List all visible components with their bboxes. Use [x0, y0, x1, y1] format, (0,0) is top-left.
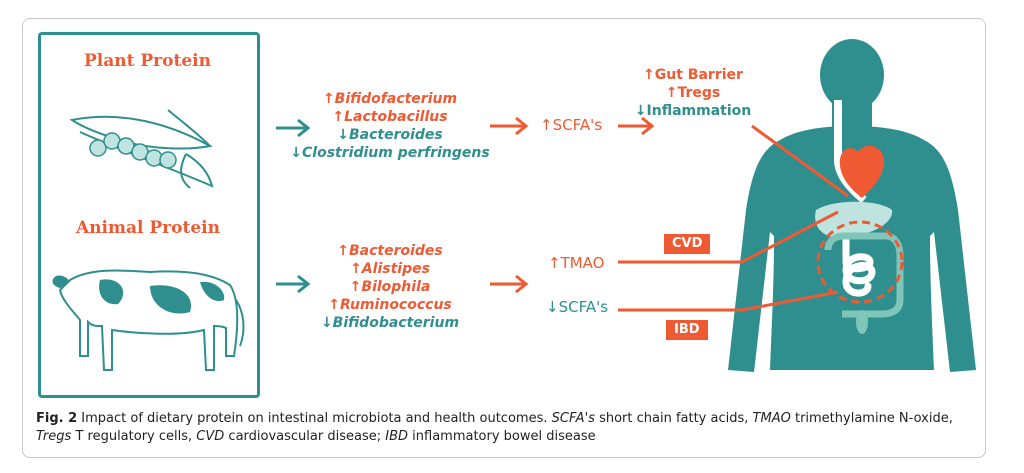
scfa-up-label: ↑SCFA's [540, 116, 603, 134]
plant-outcomes-list: ↑Gut Barrier ↑Tregs ↓Inflammation [618, 66, 768, 120]
intestines-icon [842, 232, 876, 297]
human-body-silhouette [728, 39, 976, 372]
caption-abbr-def: inflammatory bowel disease [412, 429, 596, 444]
outcome-arrow [618, 116, 655, 136]
figure-caption: Fig. 2 Impact of dietary protein on inte… [36, 410, 971, 446]
rectum-icon [856, 310, 868, 334]
plant-effect-item: ↓Clostridium perfringens [290, 145, 490, 161]
ibd-badge: IBD [666, 320, 708, 340]
plant-effects-list: ↑Bifidofacterium ↑Lactobacillus ↓Bactero… [290, 90, 490, 162]
cow-illustration [52, 269, 245, 371]
gut-highlight-circle [816, 220, 904, 304]
source-arrows [276, 118, 311, 294]
animal-effect-item: ↑Ruminococcus [328, 297, 452, 313]
caption-abbr-def: trimethylamine N-oxide, [794, 411, 953, 426]
peas-icon [89, 132, 177, 169]
animal-effects-list: ↑Bacteroides ↑Alistipes ↑Bilophila ↑Rumi… [290, 242, 490, 332]
caption-abbr-term: Tregs [36, 429, 72, 444]
plant-effect-item: ↑Lactobacillus [332, 109, 448, 125]
animal-effect-item: ↑Alistipes [350, 261, 430, 277]
plant-effect-item: ↓Bacteroides [337, 127, 443, 143]
outcome-item: ↑Gut Barrier [643, 67, 743, 83]
caption-abbr-def: T regulatory cells, [75, 429, 193, 444]
caption-text: Impact of dietary protein on intestinal … [81, 411, 548, 426]
esophagus [834, 100, 867, 204]
connector-lines [618, 124, 849, 312]
caption-abbr-def: short chain fatty acids, [599, 411, 749, 426]
caption-abbr-term: IBD [385, 429, 409, 444]
animal-effect-item: ↑Bacteroides [337, 243, 443, 259]
animal-effect-item: ↓Bifidobacterium [320, 315, 460, 331]
metabolite-arrows [490, 116, 529, 294]
caption-abbr-term: TMAO [752, 411, 791, 426]
caption-abbr-term: CVD [196, 429, 225, 444]
caption-abbr-def: cardiovascular disease; [228, 429, 382, 444]
caption-label: Fig. 2 [36, 411, 78, 426]
caption-abbr-term: SCFA's [551, 411, 595, 426]
outcome-item: ↓Inflammation [634, 103, 752, 119]
heart-icon [839, 145, 885, 198]
animal-effect-item: ↑Bilophila [349, 279, 431, 295]
protein-sources-box [38, 32, 260, 398]
scfa-down-label: ↓SCFA's [546, 298, 609, 316]
plant-effect-item: ↑Bifidofacterium [322, 91, 458, 107]
plant-protein-title: Plant Protein [84, 51, 211, 71]
tmao-label: ↑TMAO [548, 254, 605, 272]
animal-protein-title: Animal Protein [76, 218, 220, 238]
liver-icon [815, 201, 893, 238]
cvd-badge: CVD [664, 234, 711, 254]
outcome-item: ↑Tregs [665, 85, 721, 101]
